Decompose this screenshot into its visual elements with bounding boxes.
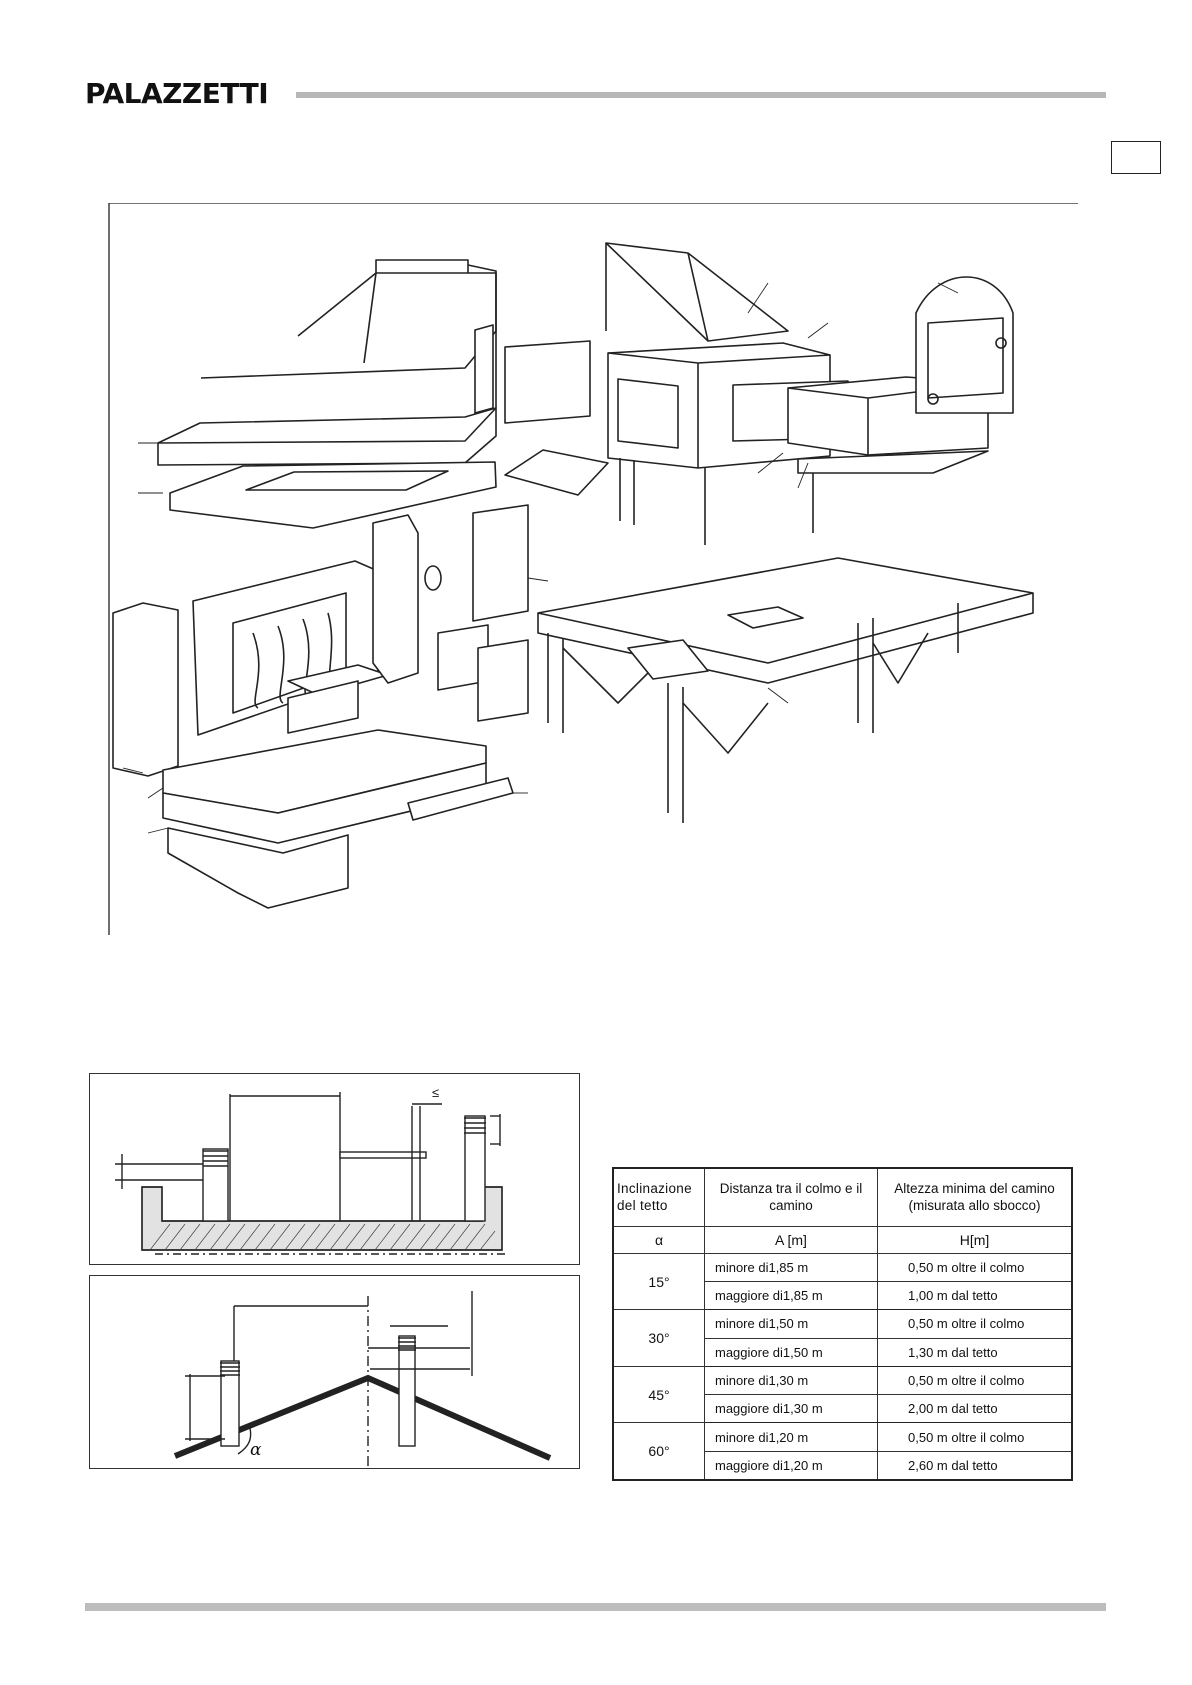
table-row: maggiore di1,20 m 2,60 m dal tetto [613, 1450, 1073, 1481]
side-block-part [372, 514, 419, 684]
side-panel-part [112, 602, 179, 777]
symbol-height: H[m] [877, 1225, 1073, 1254]
table-stand-part [537, 557, 1034, 823]
table-row: maggiore di1,30 m 2,00 m dal tetto [613, 1394, 1073, 1424]
row-angle: 45° [612, 1365, 705, 1424]
table-row: 45° minore di1,30 m 0,50 m oltre il colm… [612, 1365, 1073, 1424]
row-height-gt: 1,00 m dal tetto [877, 1281, 1073, 1311]
row-angle: 60° [612, 1422, 705, 1481]
table-symbol-row: α A [m] H[m] [612, 1225, 1073, 1254]
row-distance-lt: minore di1,85 m [704, 1252, 878, 1283]
table-row: 15° minore di1,85 m 0,50 m oltre il colm… [612, 1252, 1073, 1311]
footer-rule [85, 1603, 1106, 1611]
row-height-lt: 0,50 m oltre il colmo [877, 1365, 1073, 1396]
table-header-row: Inclinazione del tetto Distanza tra il c… [612, 1167, 1073, 1227]
header-ridge-distance: Distanza tra il colmo e il camino [704, 1167, 878, 1227]
header-roof-incline: Inclinazione del tetto [612, 1167, 705, 1227]
roof-angle-symbol: α [250, 1440, 262, 1460]
row-height-gt: 1,30 m dal tetto [877, 1337, 1073, 1367]
row-height-lt: 0,50 m oltre il colmo [877, 1252, 1073, 1283]
firebox-part [192, 560, 389, 736]
row-distance-gt: maggiore di1,30 m [704, 1394, 878, 1424]
row-distance-gt: maggiore di1,50 m [704, 1337, 878, 1367]
table-row: maggiore di1,85 m 1,00 m dal tetto [613, 1281, 1073, 1311]
brand-logo: PALAZZETTI [85, 77, 269, 110]
symbol-angle: α [612, 1225, 705, 1254]
row-angle: 15° [612, 1252, 705, 1311]
table-row: 30° minore di1,50 m 0,50 m oltre il colm… [612, 1309, 1073, 1367]
language-tab-box [1111, 141, 1161, 174]
flat-roof-diagram: ≤ [89, 1073, 580, 1265]
table-row: 60° minore di1,20 m 0,50 m oltre il colm… [612, 1422, 1073, 1481]
header-rule [296, 92, 1106, 98]
row-distance-lt: minore di1,50 m [704, 1309, 878, 1339]
exploded-assembly-drawing [108, 203, 1078, 935]
row-distance-gt: maggiore di1,85 m [704, 1281, 878, 1311]
base-slab-part [162, 729, 514, 909]
row-distance-lt: minore di1,20 m [704, 1422, 878, 1452]
symbol-distance: A [m] [704, 1225, 878, 1254]
oven-body-part [605, 242, 849, 545]
row-angle: 30° [612, 1309, 705, 1367]
row-height-gt: 2,00 m dal tetto [877, 1394, 1073, 1424]
ceiling-plate-part [169, 461, 497, 529]
row-height-lt: 0,50 m oltre il colmo [877, 1309, 1073, 1339]
oven-door-part [915, 276, 1014, 414]
row-distance-gt: maggiore di1,20 m [704, 1450, 878, 1481]
header-min-height: Altezza minima del camino (misurata allo… [877, 1167, 1073, 1227]
row-distance-lt: minore di1,30 m [704, 1365, 878, 1396]
hood-part [157, 259, 497, 466]
pitched-roof-diagram: α [89, 1275, 580, 1469]
chimney-height-table: Inclinazione del tetto Distanza tra il c… [612, 1167, 1073, 1481]
height-condition-sign: ≤ [432, 1085, 440, 1100]
table-row: maggiore di1,50 m 1,30 m dal tetto [613, 1337, 1073, 1367]
row-height-lt: 0,50 m oltre il colmo [877, 1422, 1073, 1452]
row-height-gt: 2,60 m dal tetto [877, 1450, 1073, 1481]
